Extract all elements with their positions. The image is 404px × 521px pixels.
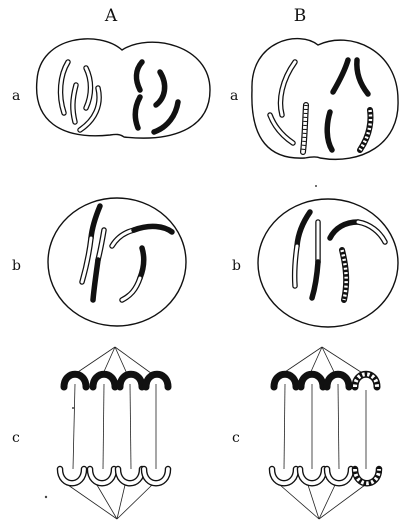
chromosome-banded (303, 105, 306, 152)
cell-outline (258, 199, 398, 327)
cell-b-row-b (258, 199, 398, 327)
chromosome-dark (91, 206, 100, 238)
chromosome-dark (357, 60, 368, 94)
cell-a-row-b (48, 198, 186, 326)
chromosome-dark (93, 260, 98, 300)
chromosome-light (281, 62, 295, 115)
chromosome-light (300, 469, 324, 483)
chromosome-dark (134, 226, 172, 232)
chromosome-banded (360, 110, 371, 150)
chromosome-dark (297, 212, 310, 246)
chromosome-banded (342, 250, 346, 300)
chromosome-dark (120, 374, 142, 387)
cell-outline (48, 198, 186, 326)
row-label-b-left: b (12, 258, 21, 274)
chromosome-banded (355, 374, 377, 387)
chromosome-light (327, 469, 351, 483)
row-label-a-left: a (12, 88, 20, 104)
cell-b-row-a (252, 39, 398, 160)
row-label-a-right: a (230, 88, 238, 104)
chromosome-light (82, 238, 91, 282)
chromosome-dark (312, 262, 318, 298)
chromosome-dark (135, 97, 140, 128)
row-label-b-right: b (232, 258, 241, 274)
chromosome-light (122, 278, 140, 300)
chromosome-light (98, 230, 104, 260)
print-specks (45, 185, 317, 498)
chromosome-light (73, 85, 76, 122)
chromosome-banded (355, 469, 379, 483)
chromosome-dark (136, 62, 142, 90)
column-label-a: A (104, 6, 118, 26)
chromosome-dark (156, 72, 165, 105)
chromosome-dark (146, 374, 168, 387)
spindle-a-row-c (60, 347, 168, 519)
spindle-b-row-c (272, 347, 379, 519)
spindle-fibers-upper (72, 347, 155, 376)
chromosome-light (272, 469, 296, 483)
spindle-fibers-lower (280, 485, 365, 519)
spindle-fibers-vertical (73, 384, 156, 469)
chromosome-light (60, 469, 84, 483)
chromosome-light (86, 68, 91, 108)
chromosome-light (61, 62, 68, 113)
spindle-fibers-vertical (284, 384, 366, 469)
chromosome-dark (333, 60, 348, 92)
row-label-c-left: c (12, 430, 20, 446)
column-label-b: B (294, 6, 307, 26)
chromosome-dark (140, 248, 144, 278)
row-label-c-right: c (232, 430, 240, 446)
chromosome-dark (330, 222, 358, 238)
chromosome-light (118, 469, 142, 483)
chromosome-light (295, 246, 297, 286)
chromosome-light (90, 469, 114, 483)
chromosome-light (270, 115, 293, 143)
chromosome-light (144, 469, 168, 483)
cell-a-row-a (37, 39, 210, 138)
spindle-fibers-lower (68, 485, 152, 519)
spindle-fibers-upper (279, 347, 367, 376)
cell-outline (252, 39, 398, 160)
chromosome-dark (327, 112, 332, 150)
chromosome-light (358, 222, 385, 242)
chromosome-light (112, 230, 134, 246)
